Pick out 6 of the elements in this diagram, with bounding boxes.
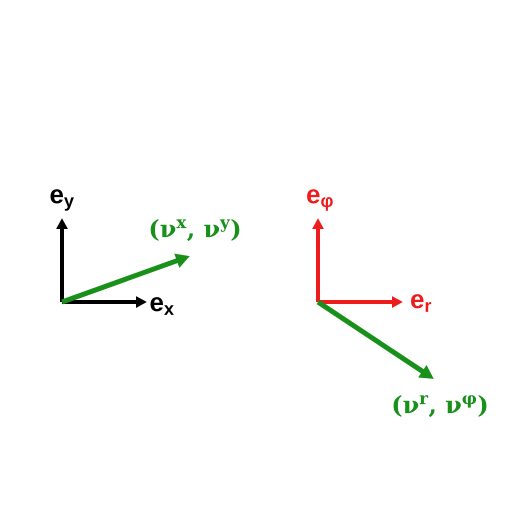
basis-label: e$_{x}$	[150, 297, 174, 315]
basis-label: e$_{r}$	[411, 294, 432, 312]
vector-label: (ν$^{x}$, ν$^{y}$)	[150, 218, 240, 242]
basis-label: e$_{φ}$	[307, 189, 333, 211]
basis-label: e$_{y}$	[50, 189, 74, 211]
vector-label: (ν$^{r}$, ν$^{φ}$)	[394, 394, 486, 418]
